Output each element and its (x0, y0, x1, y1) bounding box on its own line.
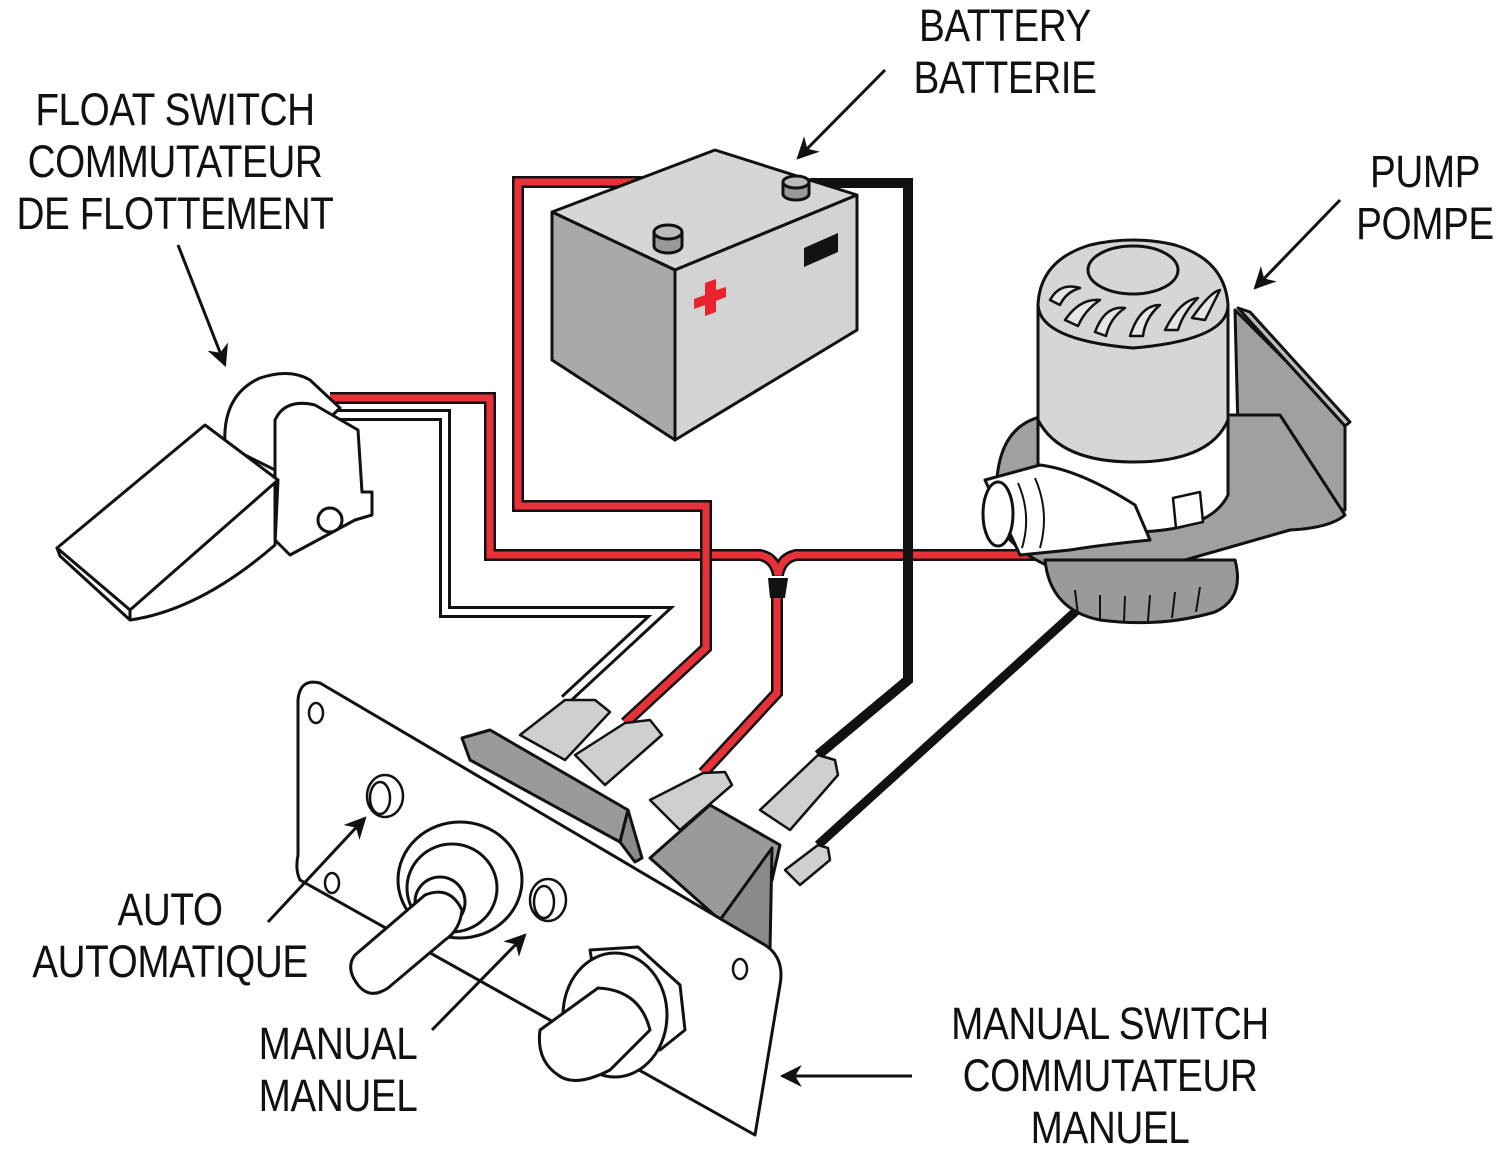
battery-label-en: BATTERY (919, 0, 1091, 51)
manual-switch-label-fr-1: COMMUTATEUR (962, 1050, 1258, 1101)
float-switch-housing (273, 401, 374, 557)
pump-strainer (1043, 558, 1239, 625)
float-signal-wire (330, 409, 676, 705)
manual-label-fr: MANUEL (258, 1070, 418, 1121)
manual-label: MANUAL MANUEL (243, 1018, 432, 1122)
pump-label: PUMP POMPE (1343, 146, 1500, 250)
float-switch-label: FLOAT SWITCH COMMUTATEUR DE FLOTTEMENT (7, 84, 342, 240)
pump-strainer-teeth (1074, 586, 1201, 623)
float-switch (55, 372, 374, 622)
manual-label-en: MANUAL (258, 1018, 418, 1069)
wire-junction-sleeve (768, 578, 788, 598)
float-switch-arrow (176, 244, 229, 368)
battery-label: BATTERY BATTERIE (880, 0, 1129, 104)
plus-icon (694, 279, 726, 316)
manual-switch-label-en: MANUAL SWITCH (951, 998, 1269, 1049)
plate-screw-hole-bl (323, 871, 341, 895)
junction-red-wire (698, 598, 783, 778)
toggle-switch (349, 820, 524, 995)
auto-arrow (266, 816, 367, 924)
auto-label-fr: AUTOMATIQUE (32, 936, 308, 987)
pump-label-en: PUMP (1369, 146, 1481, 197)
float-switch-pivot (316, 506, 344, 534)
float-switch-label-fr-2: DE FLOTTEMENT (16, 188, 334, 239)
pump-outlet-nozzle (981, 480, 1015, 548)
callout-arrows (176, 68, 1342, 1087)
auto-indicator-light (365, 773, 405, 819)
pump-label-fr: POMPE (1356, 198, 1494, 249)
float-switch-label-en: FLOAT SWITCH (35, 84, 315, 135)
switch-block-left-side (618, 808, 644, 864)
float-switch-label-fr-1: COMMUTATEUR (27, 136, 323, 187)
battery-positive-terminal (652, 223, 684, 255)
manual-switch-label: MANUAL SWITCH COMMUTATEUR MANUEL (929, 998, 1290, 1154)
circuit-breaker-button (537, 945, 687, 1082)
minus-icon (804, 233, 838, 267)
auto-label: AUTO AUTOMATIQUE (24, 884, 316, 988)
battery-label-fr: BATTERIE (913, 52, 1097, 103)
battery-arrow (796, 68, 887, 160)
auto-label-en: AUTO (117, 884, 223, 935)
pump-vent-slots (1048, 285, 1222, 338)
manual-switch-panel (295, 680, 840, 1137)
manual-indicator-light (528, 877, 568, 923)
battery-negative-terminal (781, 174, 811, 202)
float-to-pump-red-wire (330, 392, 1035, 577)
pump-black-wire (814, 608, 1079, 849)
manual-switch-label-fr-2: MANUEL (1030, 1102, 1190, 1153)
pump-motor-housing (1036, 303, 1230, 464)
pump-arrow (1253, 198, 1342, 290)
plate-screw-hole-tl (307, 701, 325, 725)
switch-lugs (518, 698, 840, 887)
pump (981, 238, 1352, 625)
toggle-lever (349, 890, 464, 995)
pump-cap-center (1086, 244, 1180, 296)
pump-bracket-edge (1236, 306, 1352, 428)
battery-negative-black-wire (810, 178, 913, 759)
pump-clip (1171, 490, 1205, 530)
manual-arrow (430, 933, 527, 1032)
battery (550, 148, 859, 442)
plate-screw-hole-br (731, 957, 749, 981)
